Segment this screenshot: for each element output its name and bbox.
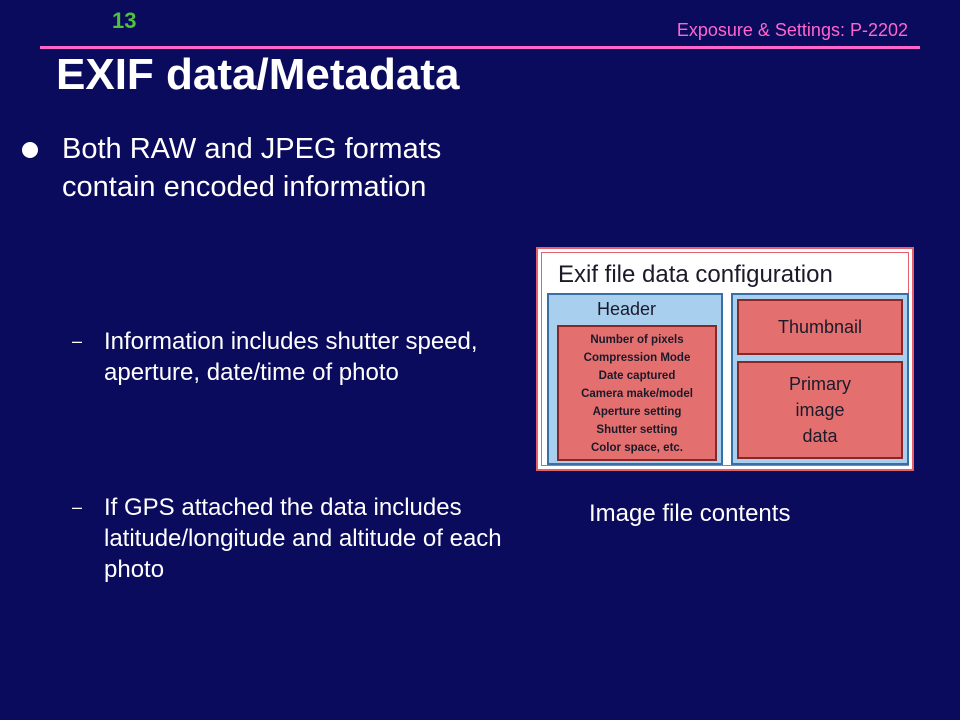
- bullet-main: Both RAW and JPEG formats contain encode…: [22, 130, 532, 206]
- list-item: Compression Mode: [583, 352, 691, 364]
- thumbnail-block: Thumbnail: [737, 299, 903, 355]
- header-rule: [40, 46, 920, 49]
- list-item: Shutter setting: [596, 424, 678, 436]
- list-item: Date captured: [598, 370, 676, 382]
- diagram-title: Exif file data configuration: [558, 261, 833, 288]
- dash-icon: –: [72, 331, 83, 351]
- diagram-frame: Exif file data configuration Header Numb…: [541, 252, 909, 466]
- list-item: Number of pixels: [590, 334, 684, 346]
- bullet-dot-icon: [22, 142, 38, 158]
- primary-line: data: [802, 426, 838, 446]
- list-item: Aperture setting: [592, 406, 682, 418]
- dash-icon: –: [72, 497, 83, 517]
- slide-header-text: Exposure & Settings: P-2202: [676, 20, 908, 40]
- list-item: Camera make/model: [581, 388, 693, 400]
- exif-diagram: Exif file data configuration Header Numb…: [536, 247, 914, 471]
- header-section: Header Number of pixels Compression Mode…: [547, 293, 723, 465]
- sub-bullet-2: – If GPS attached the data includes lati…: [72, 492, 534, 585]
- primary-line: Primary: [789, 374, 851, 394]
- data-section: Thumbnail Primary image data: [731, 293, 909, 465]
- header-section-label: Header: [597, 299, 657, 319]
- slide-number: 13: [112, 8, 137, 33]
- diagram-caption: Image file contents: [589, 500, 791, 527]
- list-item: Color space, etc.: [590, 442, 684, 454]
- bullet-main-text: Both RAW and JPEG formats contain encode…: [62, 133, 442, 203]
- primary-image-block: Primary image data: [737, 361, 903, 459]
- sub-bullet-1: – Information includes shutter speed, ap…: [72, 326, 534, 388]
- header-items-list: Number of pixels Compression Mode Date c…: [557, 325, 717, 461]
- sub-bullet-1-text: Information includes shutter speed, aper…: [104, 328, 478, 386]
- slide-title: EXIF data/Metadata: [56, 50, 460, 99]
- sub-bullet-2-text: If GPS attached the data includes latitu…: [104, 494, 502, 583]
- primary-line: image: [795, 400, 845, 420]
